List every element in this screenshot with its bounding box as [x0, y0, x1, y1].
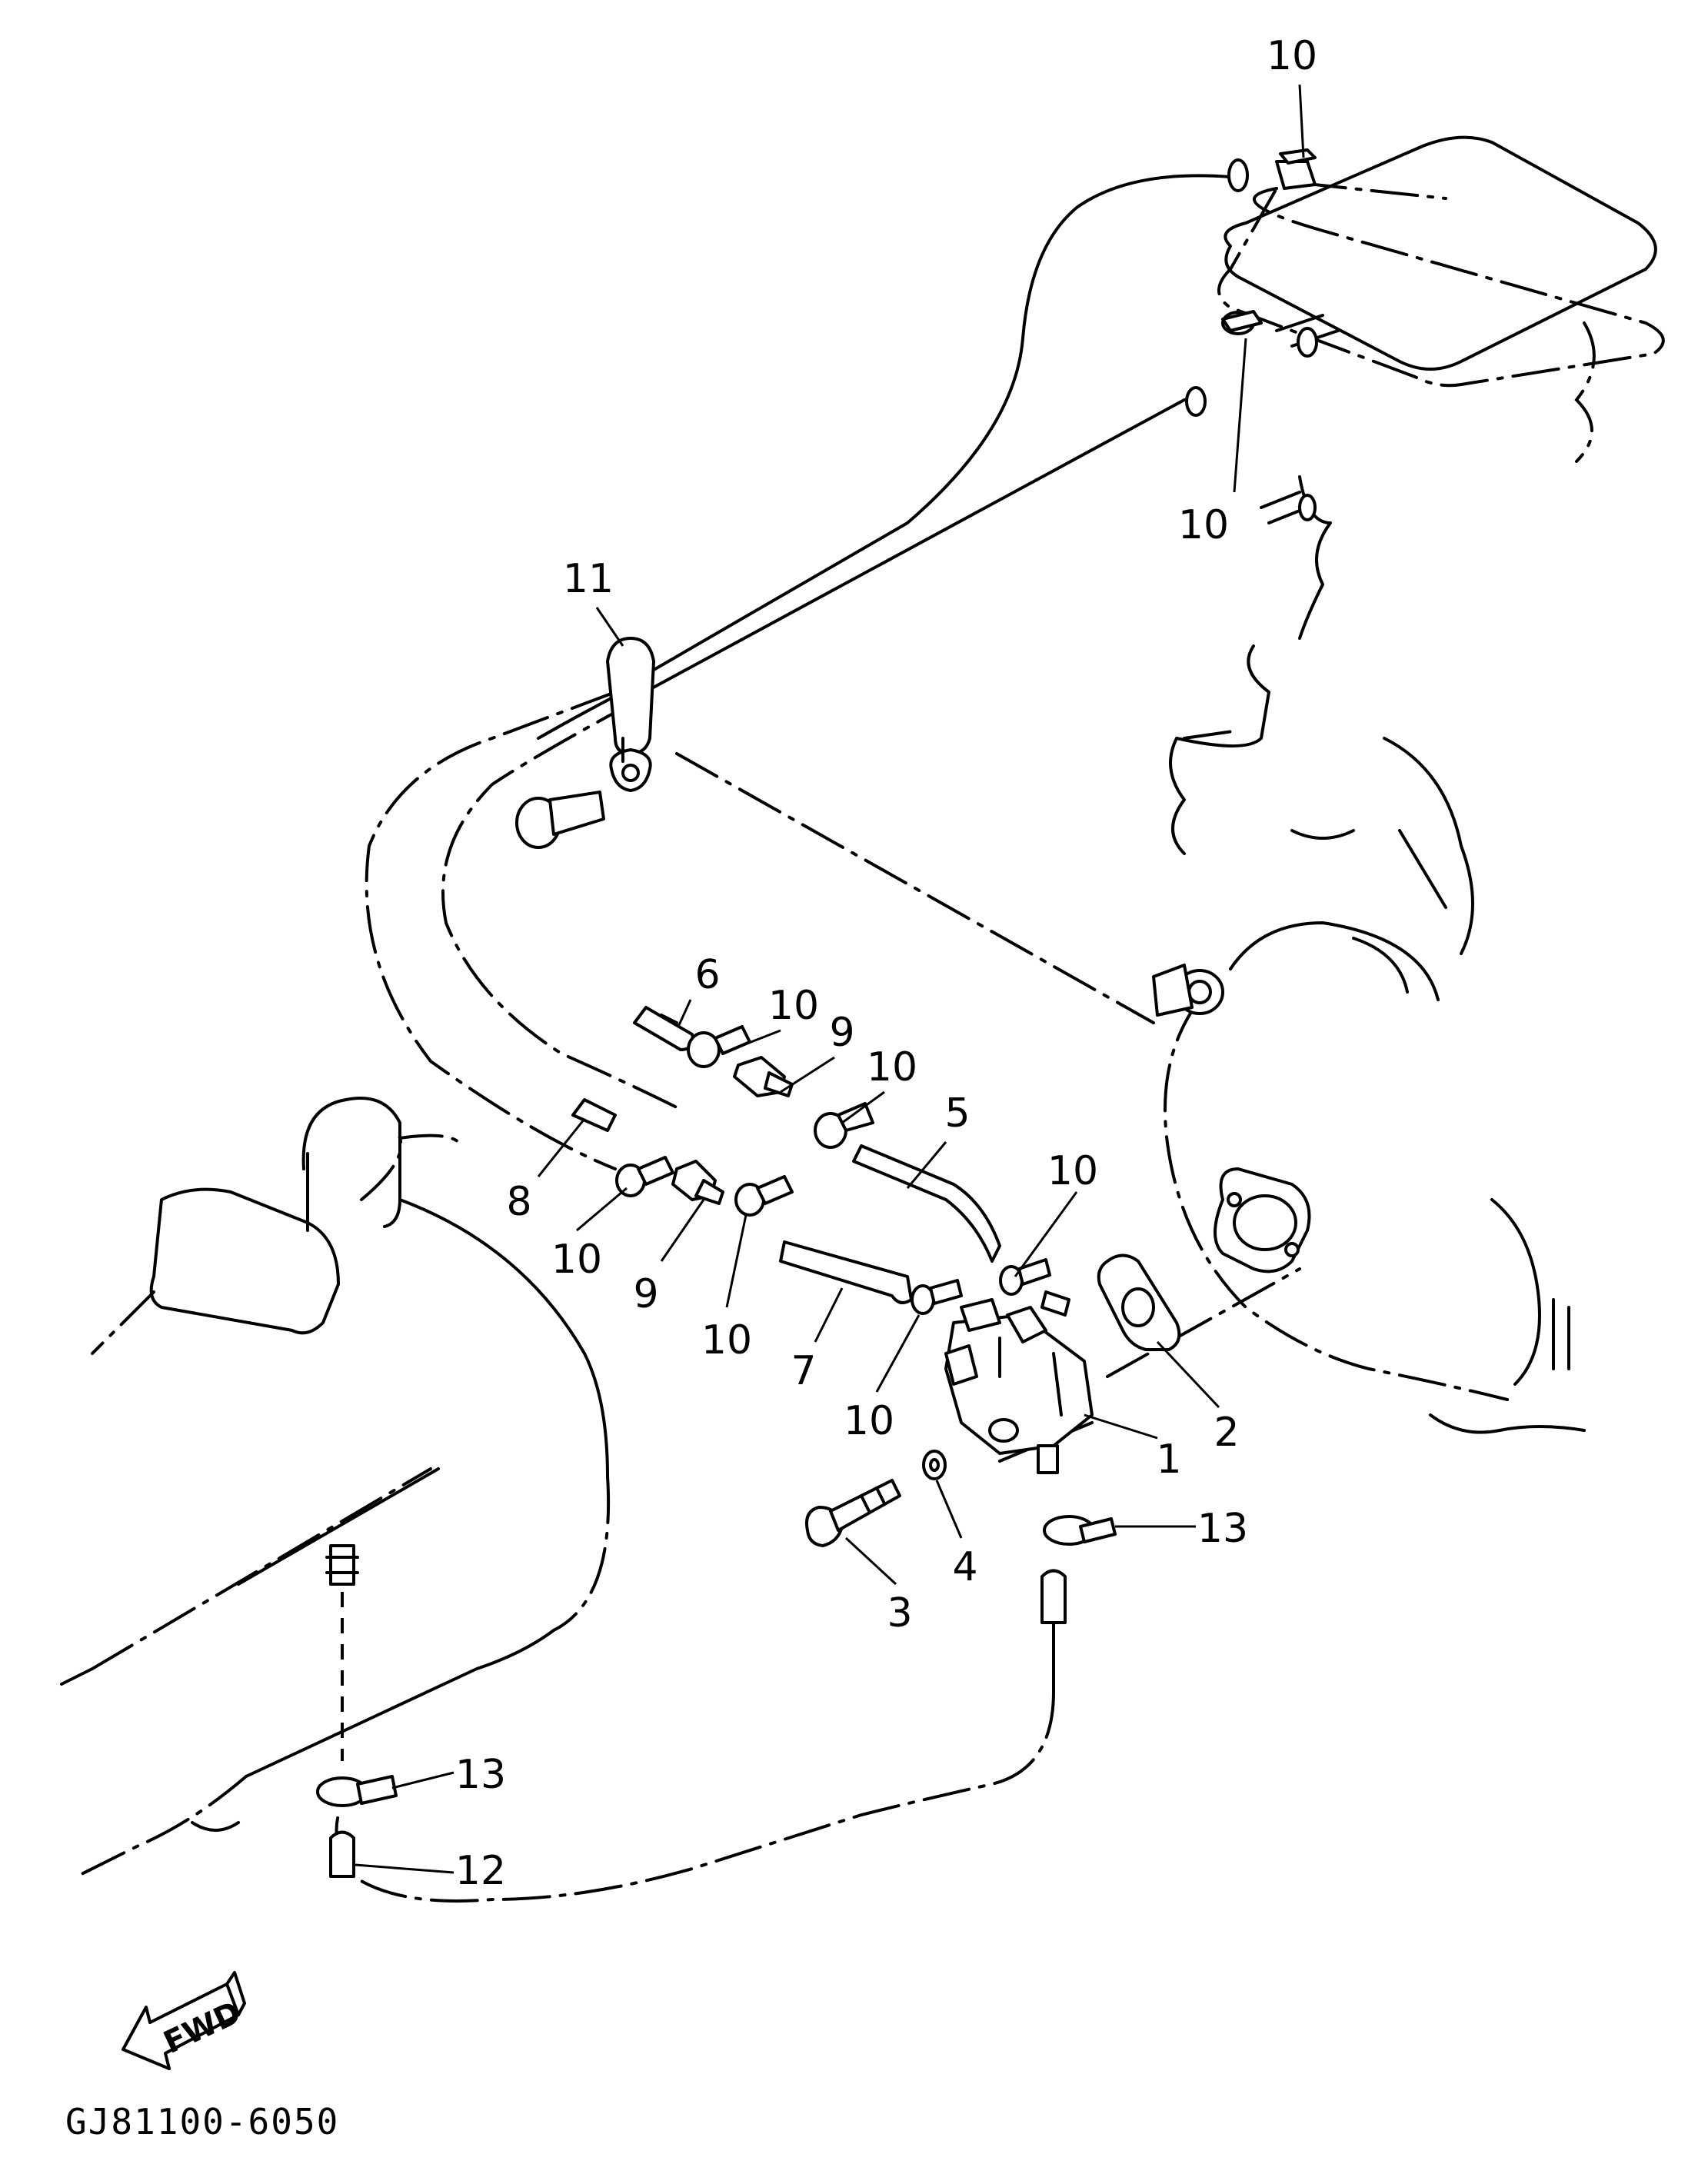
callout-10-top: 10: [1267, 33, 1317, 79]
callout-10-8: 10: [551, 1237, 602, 1283]
hose-clamp-9-lower: [734, 1175, 794, 1217]
callout-9-upper: 9: [829, 1010, 854, 1056]
engine-hose-clamp: [1152, 964, 1224, 1017]
bolt-3: [805, 1479, 901, 1547]
hose-clamp-engine-upper: [1185, 310, 1340, 524]
hose-clamp-9-upper: [814, 1102, 874, 1149]
callout-6: 6: [694, 952, 720, 998]
callout-13-lower: 13: [455, 1752, 506, 1798]
callout-3: 3: [887, 1590, 912, 1636]
callout-10-6: 10: [768, 983, 819, 1029]
hose-7: [779, 1240, 913, 1304]
fuel-cock-1: [944, 1290, 1094, 1474]
callout-10-9-upper: 10: [867, 1044, 917, 1090]
hose-12-upper-end: [1040, 1569, 1067, 1624]
hose-joint-9-lower: [671, 1160, 724, 1205]
leader-lines: [355, 84, 1305, 1874]
engine-outline: [1164, 135, 1665, 1434]
callout-labels: 10 10 11 6 10 9 10 5 8 10 9 10 7 10 10 2…: [455, 33, 1317, 1894]
parts: [316, 148, 1340, 1878]
callout-10-7: 10: [844, 1398, 894, 1444]
hose-routing: [335, 174, 1447, 1903]
callout-9-lower: 9: [633, 1271, 658, 1317]
callout-1: 1: [1156, 1437, 1181, 1483]
hose-clamp-bracket-11: [606, 637, 655, 792]
callout-5: 5: [944, 1090, 970, 1137]
hose-clamp-5: [999, 1258, 1051, 1296]
callout-10-5: 10: [1047, 1148, 1098, 1194]
callout-8: 8: [506, 1179, 531, 1225]
hose-clamp-13-lower: [316, 1775, 398, 1807]
callout-4: 4: [952, 1544, 977, 1590]
hose-clamp-top: [1227, 148, 1317, 192]
fuel-tank-outline: [60, 1097, 611, 1878]
callout-13-upper: 13: [1197, 1506, 1248, 1552]
fwd-arrow: FWD: [122, 1971, 246, 2070]
hose-5: [852, 1144, 1001, 1263]
hose-clamp-7: [911, 1279, 963, 1315]
hose-clamp-13-upper: [1043, 1515, 1117, 1546]
callout-7: 7: [791, 1348, 816, 1394]
hose-8: [571, 1098, 617, 1132]
drawing-code: GJ81100-6050: [65, 2101, 339, 2142]
hose-clamp-8: [615, 1156, 674, 1197]
bolt-clamp: [515, 791, 605, 849]
callout-12: 12: [455, 1848, 506, 1894]
callout-2: 2: [1214, 1410, 1239, 1456]
callout-10-9-lower: 10: [701, 1317, 752, 1363]
washer-4: [922, 1450, 947, 1480]
hose-12-lower-end: [329, 1830, 355, 1878]
fwd-arrow-icon: [122, 1983, 240, 2070]
callout-11: 11: [563, 556, 614, 602]
callout-10-engine: 10: [1178, 502, 1229, 548]
